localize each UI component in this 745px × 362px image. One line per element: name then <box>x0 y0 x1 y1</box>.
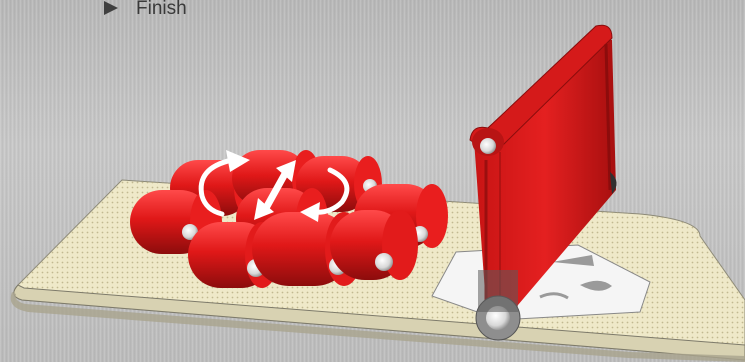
roller <box>330 210 418 280</box>
